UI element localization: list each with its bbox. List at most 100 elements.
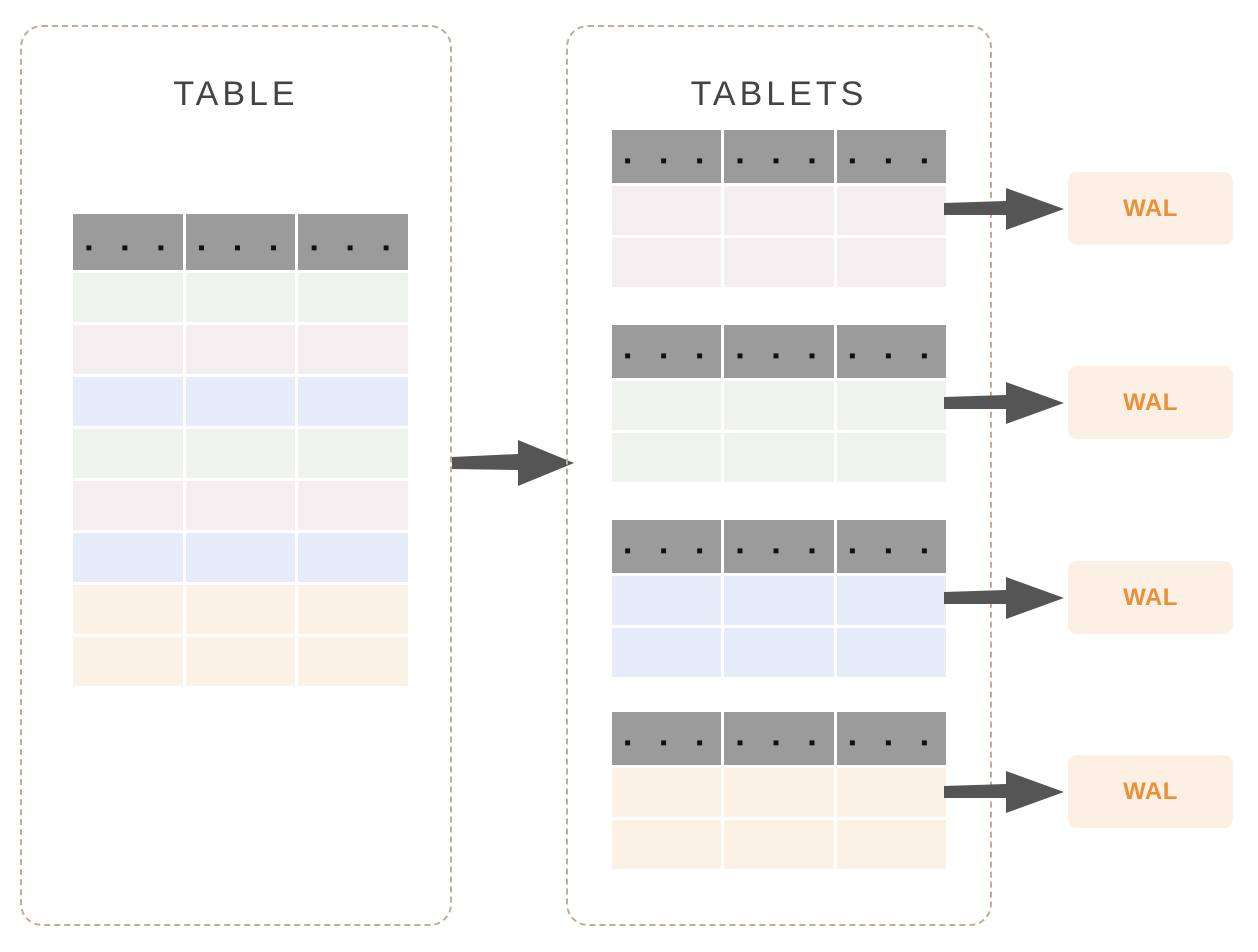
tablet-header-cell: ▪ ▪ ▪ xyxy=(612,712,722,765)
table-cell xyxy=(73,585,183,634)
ellipsis-icon: ▪ ▪ ▪ xyxy=(82,238,173,261)
arrow-tablet-4-to-wal xyxy=(944,769,1064,815)
table-cell xyxy=(298,533,409,582)
tablet-cell xyxy=(836,768,946,817)
tablet-header-cell: ▪ ▪ ▪ xyxy=(836,712,946,765)
wal-label: WAL xyxy=(1123,388,1178,416)
tablet-header-cell: ▪ ▪ ▪ xyxy=(836,325,946,378)
table-cell xyxy=(73,481,183,530)
ellipsis-icon: ▪ ▪ ▪ xyxy=(733,541,824,564)
tablet-header-cell: ▪ ▪ ▪ xyxy=(612,520,722,573)
ellipsis-icon: ▪ ▪ ▪ xyxy=(733,733,824,756)
tablet-row xyxy=(612,820,946,869)
ellipsis-icon: ▪ ▪ ▪ xyxy=(733,151,824,174)
tablet-3: ▪ ▪ ▪ ▪ ▪ ▪ ▪ ▪ ▪ xyxy=(612,520,946,677)
tablet-cell xyxy=(612,820,722,869)
table-row xyxy=(73,585,409,634)
tablet-cell xyxy=(612,238,722,287)
tablet-row xyxy=(612,186,946,235)
tablet-cell xyxy=(836,186,946,235)
arrow-tablet-3-to-wal xyxy=(944,575,1064,621)
ellipsis-icon: ▪ ▪ ▪ xyxy=(308,238,399,261)
ellipsis-icon: ▪ ▪ ▪ xyxy=(733,346,824,369)
tablet-header-cell: ▪ ▪ ▪ xyxy=(724,130,834,183)
tablet-row xyxy=(612,768,946,817)
tablet-row xyxy=(612,433,946,482)
tablet-cell xyxy=(836,238,946,287)
tablet-header-cell: ▪ ▪ ▪ xyxy=(612,130,722,183)
table-main: ▪ ▪ ▪ ▪ ▪ ▪ ▪ ▪ ▪ xyxy=(73,214,409,686)
table-cell xyxy=(73,533,183,582)
wal-box-2: WAL xyxy=(1068,366,1233,439)
tablet-cell xyxy=(612,186,722,235)
tablet-header-cell: ▪ ▪ ▪ xyxy=(836,520,946,573)
tablet-cell xyxy=(724,186,834,235)
table-cell xyxy=(185,429,296,478)
table-cell xyxy=(298,377,409,426)
tablet-header-cell: ▪ ▪ ▪ xyxy=(724,520,834,573)
tablet-cell xyxy=(612,768,722,817)
tablet-cell xyxy=(724,238,834,287)
ellipsis-icon: ▪ ▪ ▪ xyxy=(846,733,937,756)
arrow-table-to-tablets xyxy=(452,440,574,486)
panel-tablets-title: TABLETS xyxy=(690,75,868,113)
tablet-cell xyxy=(612,433,722,482)
table-cell xyxy=(185,533,296,582)
tablet-row xyxy=(612,238,946,287)
ellipsis-icon: ▪ ▪ ▪ xyxy=(621,733,712,756)
table-cell xyxy=(185,481,296,530)
ellipsis-icon: ▪ ▪ ▪ xyxy=(846,541,937,564)
table-row xyxy=(73,533,409,582)
arrow-right-icon xyxy=(452,440,574,486)
wal-box-3: WAL xyxy=(1068,561,1233,634)
tablet-cell xyxy=(724,628,834,677)
table-row xyxy=(73,325,409,374)
tablet-header-row: ▪ ▪ ▪ ▪ ▪ ▪ ▪ ▪ ▪ xyxy=(612,130,946,183)
wal-label: WAL xyxy=(1123,194,1178,222)
tablet-header-cell: ▪ ▪ ▪ xyxy=(724,325,834,378)
wal-label: WAL xyxy=(1123,583,1178,611)
arrow-right-icon xyxy=(944,382,1064,424)
tablet-2: ▪ ▪ ▪ ▪ ▪ ▪ ▪ ▪ ▪ xyxy=(612,325,946,482)
panel-tablets: TABLETS xyxy=(566,25,992,926)
ellipsis-icon: ▪ ▪ ▪ xyxy=(195,238,286,261)
ellipsis-icon: ▪ ▪ ▪ xyxy=(621,151,712,174)
tablet-cell xyxy=(612,628,722,677)
table-header-cell: ▪ ▪ ▪ xyxy=(73,214,183,270)
ellipsis-icon: ▪ ▪ ▪ xyxy=(846,346,937,369)
table-cell xyxy=(185,585,296,634)
table-header-row: ▪ ▪ ▪ ▪ ▪ ▪ ▪ ▪ ▪ xyxy=(73,214,409,270)
table-cell xyxy=(298,637,409,686)
table-cell xyxy=(185,325,296,374)
arrow-tablet-1-to-wal xyxy=(944,186,1064,232)
tablet-row xyxy=(612,628,946,677)
table-row xyxy=(73,481,409,530)
table-header-cell: ▪ ▪ ▪ xyxy=(185,214,296,270)
tablet-cell xyxy=(836,820,946,869)
arrow-right-icon xyxy=(944,577,1064,619)
table-cell xyxy=(185,637,296,686)
wal-box-1: WAL xyxy=(1068,172,1233,245)
table-cell xyxy=(298,585,409,634)
table-cell xyxy=(298,429,409,478)
tablet-header-row: ▪ ▪ ▪ ▪ ▪ ▪ ▪ ▪ ▪ xyxy=(612,325,946,378)
tablet-header-cell: ▪ ▪ ▪ xyxy=(612,325,722,378)
tablet-cell xyxy=(836,576,946,625)
tablet-cell xyxy=(724,768,834,817)
tablet-cell xyxy=(836,381,946,430)
table-row xyxy=(73,637,409,686)
arrow-right-icon xyxy=(944,188,1064,230)
table-cell xyxy=(73,429,183,478)
tablet-cell xyxy=(612,576,722,625)
ellipsis-icon: ▪ ▪ ▪ xyxy=(846,151,937,174)
table-cell xyxy=(73,637,183,686)
tablet-header-cell: ▪ ▪ ▪ xyxy=(836,130,946,183)
table-cell xyxy=(73,273,183,322)
table-row xyxy=(73,377,409,426)
table-cell xyxy=(298,325,409,374)
tablet-header-row: ▪ ▪ ▪ ▪ ▪ ▪ ▪ ▪ ▪ xyxy=(612,712,946,765)
tablet-cell xyxy=(724,381,834,430)
arrow-tablet-2-to-wal xyxy=(944,380,1064,426)
table-cell xyxy=(185,273,296,322)
